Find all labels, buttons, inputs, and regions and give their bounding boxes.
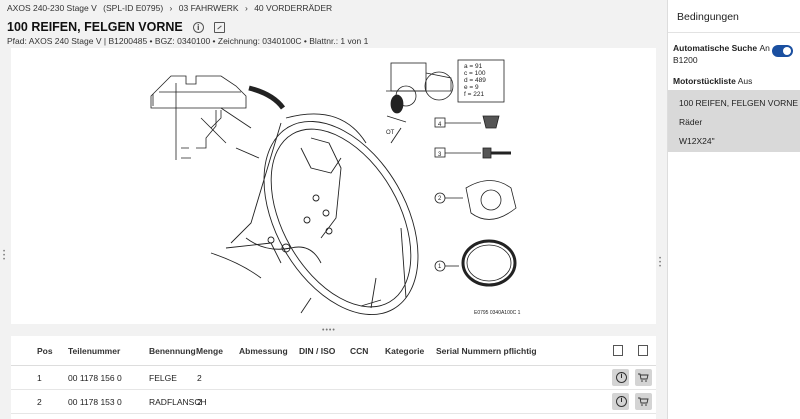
table-header: Pos Teilenummer Benennung Menge Abmessun…	[11, 336, 656, 366]
legend-e: e = 9	[464, 84, 479, 91]
cell-part-number: 00 1178 156 0	[68, 373, 122, 383]
add-to-cart-button[interactable]	[635, 393, 652, 410]
export-icon[interactable]	[638, 345, 648, 356]
col-name[interactable]: Benennung	[149, 346, 196, 356]
table-row[interactable]: 2 00 1178 153 0 RADFLANSCH 2	[11, 390, 656, 414]
col-serial[interactable]: Serial Nummern pflichtig	[436, 346, 537, 356]
legend-a: a = 91	[464, 63, 483, 70]
breadcrumb-model[interactable]: AXOS 240-230 Stage V	[7, 3, 97, 13]
right-resize-handle[interactable]: •••	[659, 256, 662, 270]
col-pos[interactable]: Pos	[37, 346, 53, 356]
legend-c: c = 100	[464, 70, 486, 77]
rim-main	[210, 107, 419, 316]
detail-arrow	[248, 85, 286, 110]
auto-search-state: An	[759, 43, 770, 53]
part-callouts	[434, 115, 517, 287]
tractor-sketch: OT	[386, 62, 454, 136]
info-button[interactable]	[612, 393, 629, 410]
col-part-number[interactable]: Teilenummer	[68, 346, 121, 356]
cell-pos: 2	[37, 397, 42, 407]
path-info: Pfad: AXOS 240 Stage V | B1200485 • BGZ:…	[7, 36, 369, 46]
breadcrumb-separator: ›	[244, 3, 248, 13]
title-row: 100 REIFEN, FELGEN VORNE i	[7, 20, 225, 34]
cell-name: RADFLANSCH	[149, 397, 207, 407]
legend-d: d = 489	[464, 77, 486, 84]
cell-qty: 2	[197, 397, 202, 407]
motor-parts-state: Aus	[737, 76, 753, 86]
col-ccn[interactable]: CCN	[350, 346, 369, 356]
page-title: 100 REIFEN, FELGEN VORNE	[7, 20, 183, 34]
left-resize-handle[interactable]: •••	[3, 249, 6, 263]
motor-parts-row[interactable]: Motorstückliste Aus	[673, 76, 752, 86]
auto-search-toggle[interactable]	[772, 45, 793, 57]
cell-pos: 1	[37, 373, 42, 383]
vertical-resize-handle[interactable]: ••••	[322, 327, 336, 334]
info-button[interactable]	[612, 369, 629, 386]
breadcrumb-separator: ›	[169, 3, 173, 13]
breadcrumb: AXOS 240-230 Stage V (SPL-ID E0795) › 03…	[7, 3, 336, 13]
breadcrumb-subgroup[interactable]: 40 VORDERRÄDER	[254, 3, 333, 13]
info-icon[interactable]: i	[192, 21, 204, 33]
auto-search-value: B1200	[673, 55, 698, 65]
col-category[interactable]: Kategorie	[385, 346, 425, 356]
main-area: AXOS 240-230 Stage V (SPL-ID E0795) › 03…	[0, 0, 663, 419]
table-row[interactable]: 1 00 1178 156 0 FELGE 2	[11, 366, 656, 390]
filter-category[interactable]: Räder	[679, 117, 703, 127]
motor-parts-label: Motorstückliste	[673, 76, 736, 86]
col-qty[interactable]: Menge	[196, 346, 223, 356]
divider	[668, 32, 800, 33]
legend-box	[457, 59, 505, 103]
cart-icon	[638, 373, 649, 382]
cell-qty: 2	[197, 373, 202, 383]
callout-3: 3	[438, 152, 442, 158]
cell-part-number: 00 1178 153 0	[68, 397, 122, 407]
rim-profile-detail	[150, 75, 247, 160]
auto-search-label: Automatische Suche	[673, 43, 758, 53]
edit-note-icon[interactable]	[213, 21, 225, 33]
auto-search-row: Automatische Suche An	[673, 43, 770, 53]
filter-box: 100 REIFEN, FELGEN VORNE Räder W12X24"	[668, 90, 800, 152]
callout-4: 4	[438, 122, 442, 128]
columns-icon[interactable]	[613, 345, 623, 356]
breadcrumb-group[interactable]: 03 FAHRWERK	[178, 3, 239, 13]
svg-text:OT: OT	[386, 130, 395, 136]
add-to-cart-button[interactable]	[635, 369, 652, 386]
callout-1: 1	[438, 264, 442, 270]
col-din-iso[interactable]: DIN / ISO	[299, 346, 336, 356]
col-dimension[interactable]: Abmessung	[239, 346, 288, 356]
filter-group[interactable]: 100 REIFEN, FELGEN VORNE	[679, 98, 799, 108]
panel-title: Bedingungen	[677, 11, 739, 23]
cell-name: FELGE	[149, 373, 177, 383]
parts-table: Pos Teilenummer Benennung Menge Abmessun…	[11, 336, 656, 419]
drawing-svg: OT a = 91 c = 100 d = 489 e = 9 f = 221	[150, 59, 521, 316]
drawing-code: E0795 0340A100C 1	[474, 310, 521, 316]
cart-icon	[638, 397, 649, 406]
breadcrumb-spl-id: (SPL-ID E0795)	[103, 3, 164, 13]
conditions-panel: Bedingungen Automatische Suche An B1200 …	[667, 0, 800, 419]
exploded-drawing[interactable]: OT a = 91 c = 100 d = 489 e = 9 f = 221	[11, 48, 656, 324]
callout-2: 2	[438, 196, 442, 202]
filter-size[interactable]: W12X24"	[679, 136, 715, 146]
legend-f: f = 221	[464, 91, 484, 98]
